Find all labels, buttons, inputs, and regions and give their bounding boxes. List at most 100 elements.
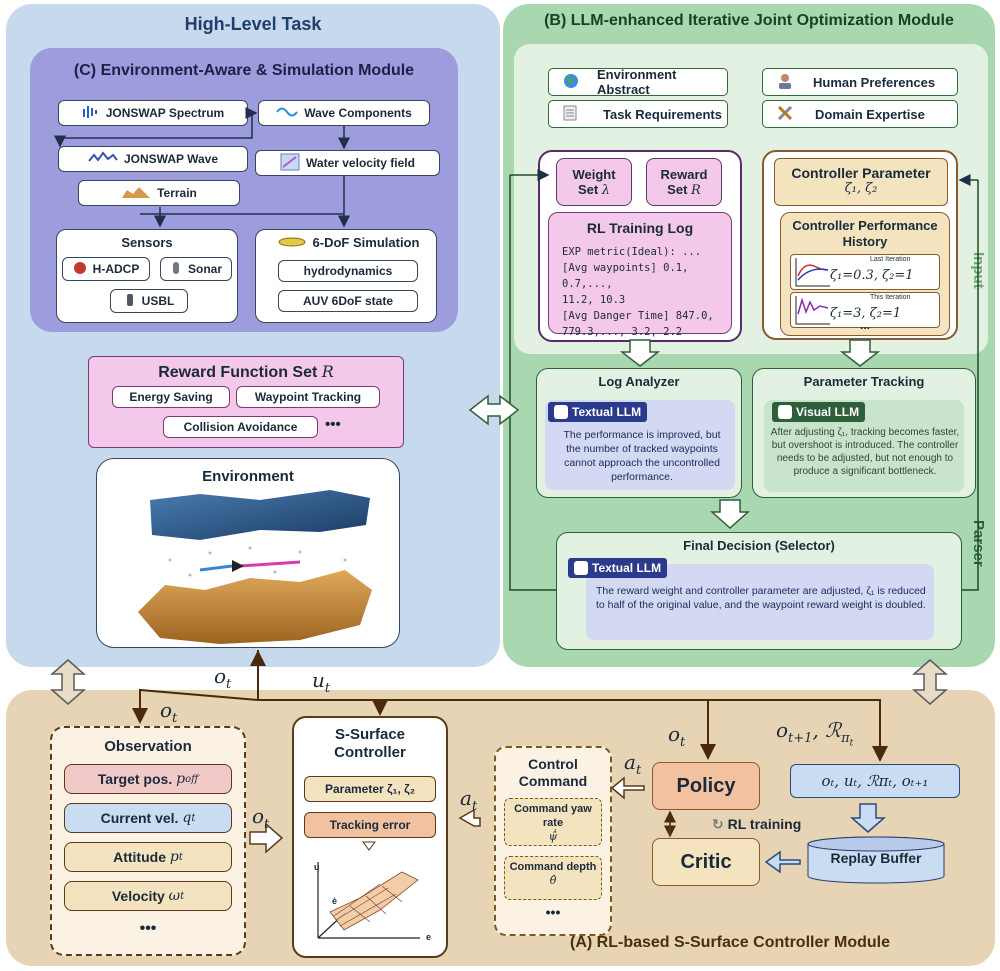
current-vel-symbol: q	[182, 810, 192, 826]
command-depth-label: Command depth	[509, 861, 597, 873]
command-yaw-label: Command yaw rate	[514, 803, 592, 829]
simulation-title-label: 6-DoF Simulation	[312, 235, 420, 250]
module-c-title: (C) Environment-Aware & Simulation Modul…	[73, 62, 415, 79]
reward-set-line2: Set	[667, 181, 688, 197]
signal-u: u	[312, 668, 325, 692]
module-b-title: (B) LLM-enhanced Iterative Joint Optimiz…	[544, 12, 954, 29]
signal-o-obs: ot	[160, 698, 177, 726]
wave-components-box: Wave Components	[258, 100, 430, 126]
wave-surface-icon	[88, 150, 118, 168]
high-level-title: High-Level Task	[184, 14, 322, 34]
signal-sub: t	[635, 763, 642, 778]
signal-sub: t	[226, 677, 232, 692]
input-domain-expertise: Domain Expertise	[762, 100, 958, 128]
s-surface-controller-title: S-Surface Controller	[292, 726, 448, 762]
auv-state-box: AUV 6DoF state	[278, 290, 418, 312]
final-decision-llm-tag: Textual LLM	[568, 558, 668, 578]
hadcp-icon	[73, 261, 87, 278]
globe-icon	[563, 73, 579, 92]
this-iteration-label: This Iteration	[870, 294, 911, 301]
observation-title: Observation	[104, 738, 192, 755]
tracking-error: Tracking error	[304, 812, 436, 838]
signal-o-top: ot	[214, 664, 231, 692]
rl-training-label: ↻ RL training	[712, 816, 801, 833]
control-command-title-2: Command	[518, 773, 588, 789]
wave-icon	[276, 105, 299, 122]
signal-a-ctrl: at	[460, 786, 477, 814]
spectrum-icon	[82, 105, 100, 122]
controller-parameter-box: Controller Parameter ζ₁, ζ₂	[774, 158, 948, 206]
input-human-preferences: Human Preferences	[762, 68, 958, 96]
control-command-title-1: Control	[528, 756, 578, 772]
log-analyzer-text: The performance is improved, but the num…	[563, 429, 721, 483]
critic-box: Critic	[652, 838, 760, 886]
auv-state-label: AUV 6DoF state	[302, 294, 394, 308]
domain-expertise-label: Domain Expertise	[815, 106, 925, 122]
water-velocity-label: Water velocity field	[306, 156, 415, 170]
usbl-icon	[124, 293, 136, 310]
axis-edot-label: ė	[332, 896, 338, 906]
signal-o: o	[668, 722, 681, 746]
signal-sub: t	[264, 817, 270, 832]
parameter-tracking-llm-label: Visual LLM	[796, 405, 860, 419]
signal-a-policy: at	[624, 750, 641, 778]
reward-energy-label: Energy Saving	[129, 390, 213, 404]
simulation-title: 6-DoF Simulation	[262, 235, 434, 250]
velocity-label: Velocity	[111, 888, 165, 904]
axis-e-label: e	[426, 932, 432, 942]
performance-more: ...	[860, 318, 871, 332]
hadcp-label: H-ADCP	[92, 262, 140, 276]
terrain-icon	[121, 185, 151, 202]
llm-logo-icon	[574, 561, 588, 575]
log-analyzer-title: Log Analyzer	[598, 374, 680, 389]
reward-set-title-label: Reward Function Set	[158, 364, 318, 381]
tracking-error-label: Tracking error	[329, 818, 411, 832]
module-a-title: (A) RL-based S-Surface Controller Module	[570, 934, 891, 951]
jonswap-wave-label: JONSWAP Wave	[123, 152, 219, 166]
weight-set-line1: Weight	[572, 166, 616, 182]
signal-o-policy: ot	[668, 722, 685, 750]
signal-o: o	[214, 664, 227, 688]
log-analyzer-llm-label: Textual LLM	[572, 405, 642, 419]
this-iteration-values: ζ₁=3, ζ₂=1	[830, 306, 902, 321]
sensors-title: Sensors	[121, 235, 173, 250]
signal-o-next-base: o	[776, 718, 789, 742]
velocity-sub: t	[180, 890, 185, 902]
current-vel-label: Current vel.	[100, 810, 179, 826]
target-pos-sub: off	[185, 773, 199, 785]
sonar-box: Sonar	[160, 257, 232, 281]
replay-buffer-label: Replay Buffer	[830, 850, 922, 866]
reward-collision-avoidance: Collision Avoidance	[163, 416, 318, 438]
llm-logo-icon	[554, 405, 568, 419]
current-vel-sub: t	[191, 812, 196, 824]
reward-set-title: Reward Function Set R	[88, 362, 404, 382]
final-decision-title: Final Decision (Selector)	[683, 538, 835, 553]
hydrodynamics-label: hydrodynamics	[303, 264, 393, 278]
human-preferences-label: Human Preferences	[813, 74, 936, 90]
last-iteration-label: Last Iteration	[870, 256, 911, 263]
command-yaw-rate: Command yaw rate ψ̂̇	[504, 798, 602, 846]
command-yaw-symbol: ψ̂̇	[548, 830, 558, 843]
environment-abstract-label: Environment Abstract	[597, 67, 677, 97]
log-line: [Avg waypoints] 0.1, 0.7,...,	[562, 262, 689, 290]
reward-collision-label: Collision Avoidance	[183, 420, 298, 434]
attitude-sub: t	[178, 851, 183, 863]
reward-energy-saving: Energy Saving	[112, 386, 230, 408]
log-line: 779.3,..., 3.2, 2.2	[562, 326, 683, 338]
policy-box: Policy	[652, 762, 760, 810]
signal-o-next: ot+1, ℛπt	[776, 718, 854, 749]
reward-set-symbol-b: R	[691, 182, 701, 198]
control-command-more: •••	[545, 904, 561, 920]
signal-sub: t	[849, 738, 854, 749]
signal-sub: t	[324, 681, 331, 696]
auv-icon	[277, 235, 307, 250]
controller-parameter-label: Parameter ζ₁, ζ₂	[324, 782, 416, 796]
target-pos-label: Target pos.	[97, 771, 173, 787]
